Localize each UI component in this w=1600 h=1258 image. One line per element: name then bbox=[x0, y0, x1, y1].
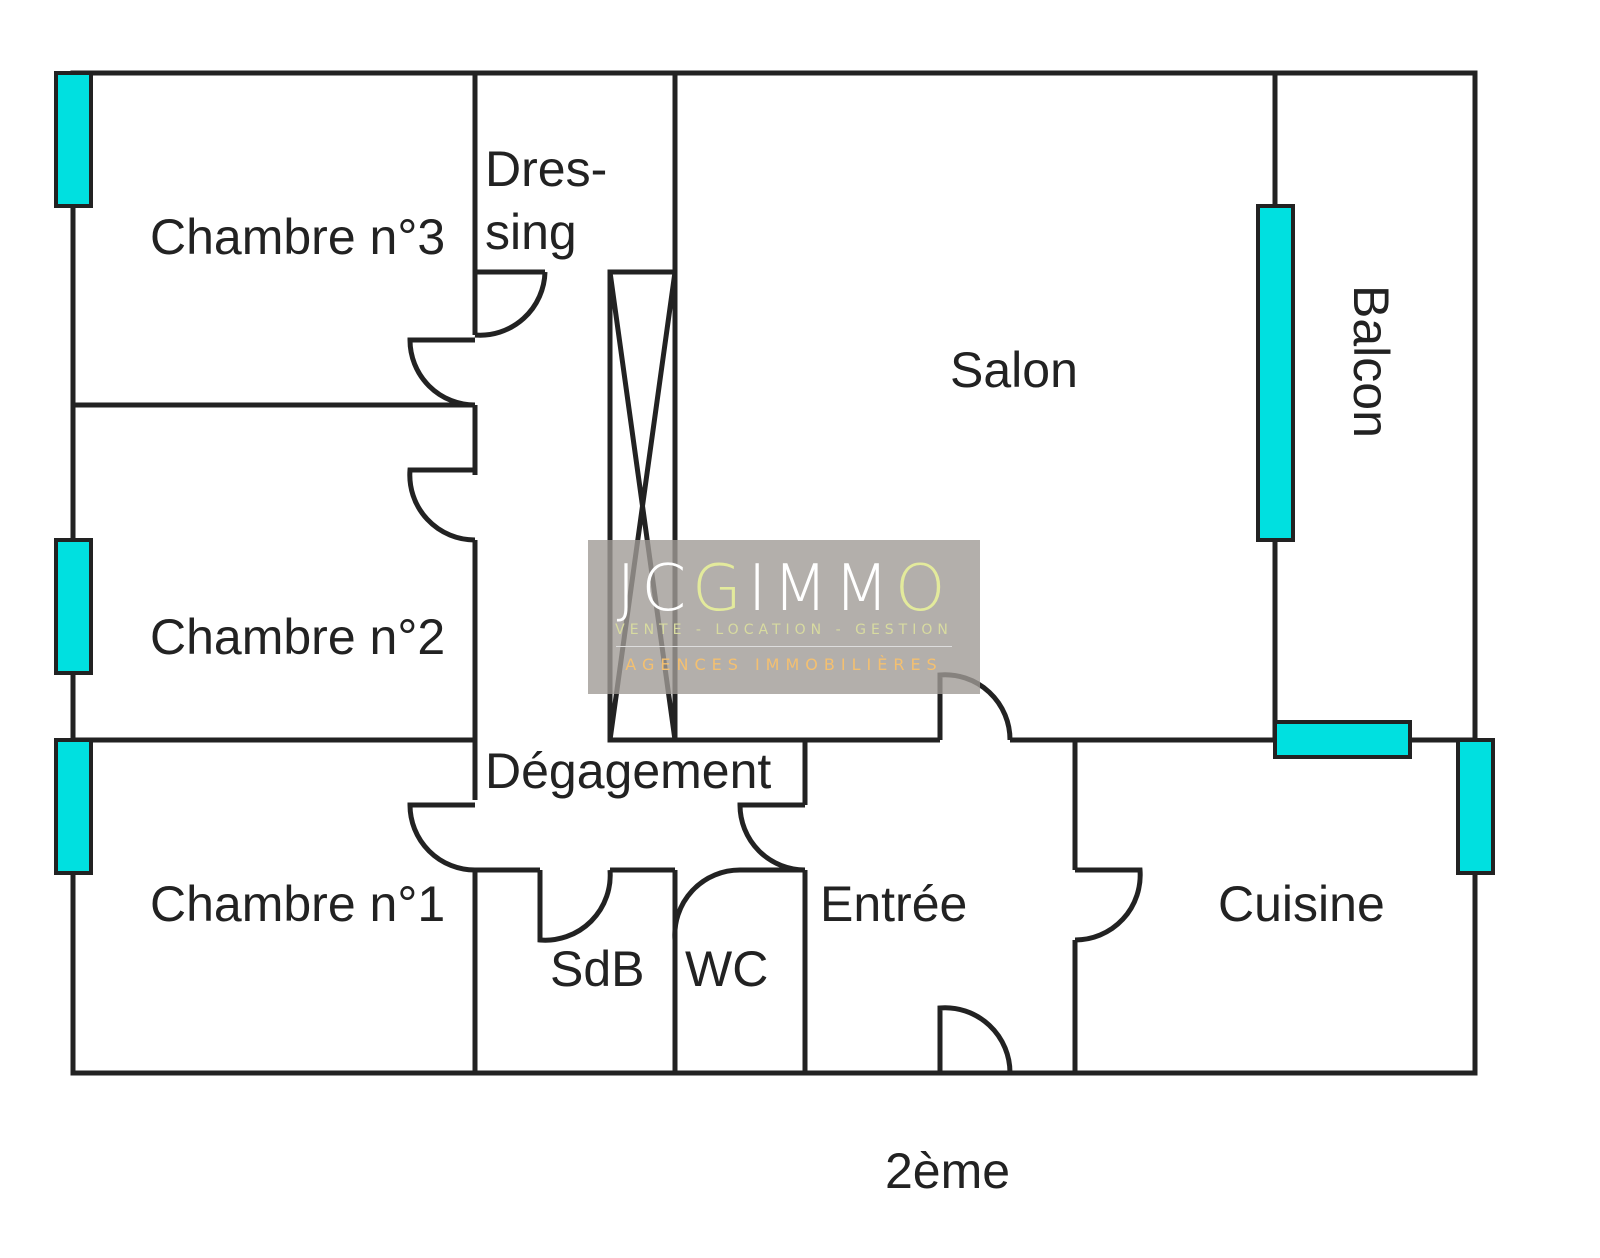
room-dressing-line1: Dres- bbox=[485, 141, 608, 197]
room-salon: Salon bbox=[950, 342, 1078, 398]
floor-label: 2ème bbox=[885, 1143, 1011, 1199]
room-degagement: Dégagement bbox=[485, 743, 772, 799]
room-entree: Entrée bbox=[820, 876, 968, 932]
room-cuisine: Cuisine bbox=[1218, 876, 1385, 932]
room-chambre-3: Chambre n°3 bbox=[150, 209, 446, 265]
watermark-subtitle: AGENCES IMMOBILIÈRES bbox=[625, 655, 943, 674]
watermark-tagline: VENTE - LOCATION - GESTION bbox=[615, 622, 953, 638]
room-balcon: Balcon bbox=[1343, 285, 1399, 438]
room-chambre-2: Chambre n°2 bbox=[150, 609, 446, 665]
room-chambre-1: Chambre n°1 bbox=[150, 876, 446, 932]
room-sdb: SdB bbox=[550, 941, 645, 997]
room-dressing-line2: sing bbox=[485, 204, 577, 260]
windows bbox=[54, 71, 1495, 875]
watermark-brand: JCGIMMO bbox=[616, 552, 952, 626]
room-wc: WC bbox=[685, 941, 769, 997]
watermark-logo: JCGIMMO VENTE - LOCATION - GESTION AGENC… bbox=[588, 540, 980, 694]
